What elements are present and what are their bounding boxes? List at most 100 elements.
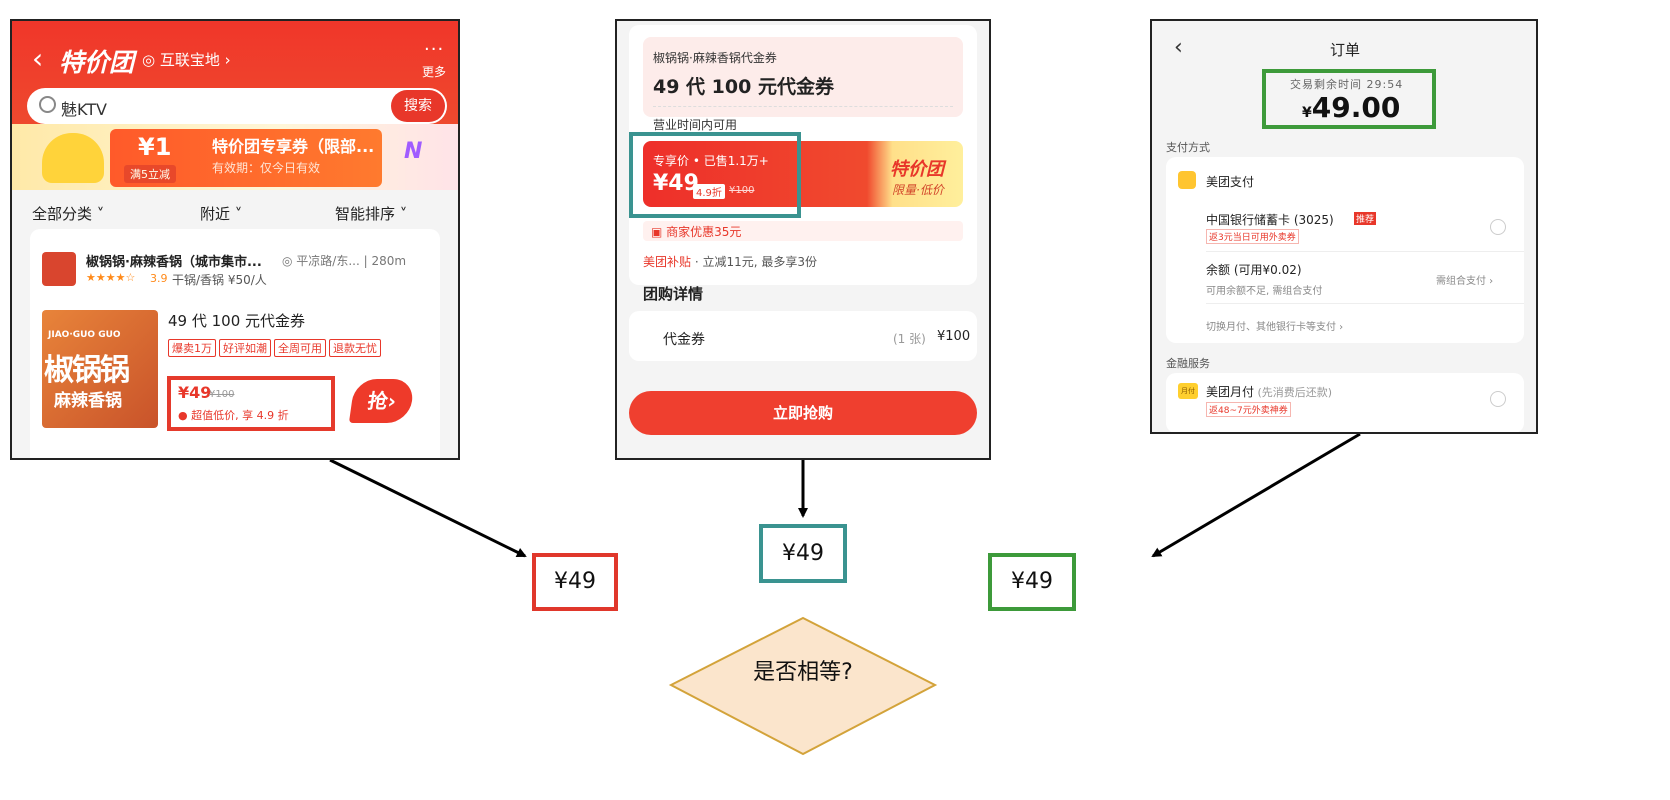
price-node-middle: ¥49: [759, 524, 847, 583]
highlight-box-green: [1262, 69, 1436, 129]
highlight-box-red: [167, 376, 335, 431]
filter-nearby[interactable]: 附近 ˅: [200, 205, 243, 223]
arrow-left: [329, 458, 527, 558]
filter-category[interactable]: 全部分类 ˅: [32, 205, 105, 223]
balance-option[interactable]: 余额 (可用¥0.02): [1206, 263, 1302, 277]
order-amount: ¥49.00: [1302, 91, 1400, 124]
filter-sort[interactable]: 智能排序 ˅: [335, 205, 408, 223]
search-icon: [39, 96, 56, 113]
arrow-right: [1151, 432, 1361, 558]
rating-score: 3.9: [150, 272, 168, 285]
deal-tag: 好评如潮: [219, 339, 271, 357]
recommend-badge: 推荐: [1354, 212, 1377, 225]
combo-pay-link[interactable]: 需组合支付 ›: [1436, 276, 1494, 287]
yuefu-radio[interactable]: [1490, 391, 1506, 407]
exclusive-price: ¥49: [653, 171, 699, 196]
coupon-title: 特价团专享券（限部...: [212, 137, 375, 156]
screenshot-deal-list: ‹ 特价团 ◎ 互联宝地 › ··· 更多 魅KTV 搜索 ¥1 满5立减 特价…: [10, 19, 460, 460]
original-price: ¥100: [729, 185, 755, 196]
search-button[interactable]: 搜索: [391, 90, 445, 122]
countdown-timer: 交易剩余时间 29:54: [1290, 78, 1404, 91]
divider: [1206, 251, 1524, 252]
subsidy-text: · 立减11元, 最多享3份: [691, 255, 817, 269]
thumbnail-sub: 麻辣香锅: [54, 391, 122, 411]
merchant-discount-bar: [643, 221, 963, 241]
equality-question: 是否相等?: [753, 660, 853, 685]
subsidy-line: 美团补贴 · 立减11元, 最多享3份: [643, 253, 817, 270]
decision-diamond: [668, 616, 938, 756]
voucher-header: [643, 37, 963, 117]
location-link[interactable]: ◎ 互联宝地 ›: [142, 49, 231, 70]
highlight-box-teal: [629, 132, 801, 218]
deal-tags: 爆卖1万好评如潮全周可用退款无忧: [168, 337, 384, 357]
amount-value: 49.00: [1311, 91, 1401, 124]
price-node-left: ¥49: [532, 553, 618, 611]
voucher-name: 椒锅锅·麻辣香锅代金券: [653, 51, 777, 65]
category-price: 干锅/香锅 ¥50/人: [172, 273, 267, 287]
discount-badge: 4.9折: [693, 184, 725, 199]
brand-logo: 特价团: [59, 48, 135, 77]
detail-item-name: 代金券: [663, 332, 705, 348]
merchant-discount: ▣ 商家优惠35元: [651, 225, 742, 239]
deal-tag: 全周可用: [274, 339, 326, 357]
coupon-amount: ¥1: [138, 133, 172, 161]
switch-payment-link[interactable]: 切换月付、其他银行卡等支付 ›: [1206, 322, 1344, 333]
detail-row: [629, 311, 977, 361]
back-icon[interactable]: ‹: [1174, 35, 1183, 60]
currency-symbol: ¥: [1302, 105, 1312, 121]
shop-address: ◎ 平凉路/东... | 280m: [282, 254, 407, 268]
screenshot-order: ‹ 订单 交易剩余时间 29:54 ¥49.00 支付方式 美团支付 中国银行储…: [1150, 19, 1538, 434]
more-icon[interactable]: ···: [424, 39, 445, 60]
deal-price: ¥49: [178, 383, 212, 402]
dashed-divider: [653, 106, 953, 107]
screenshot-deal-detail: 椒锅锅·麻辣香锅代金券 49 代 100 元代金券 营业时间内可用 专享价 • …: [615, 19, 991, 460]
deal-title[interactable]: 49 代 100 元代金券: [168, 312, 306, 330]
thumbnail-cn: 椒锅锅: [44, 353, 130, 388]
deal-original-price: ¥100: [209, 389, 235, 400]
back-icon[interactable]: ‹: [32, 42, 44, 75]
payment-heading: 支付方式: [1166, 141, 1210, 154]
meituan-pay-icon: [1178, 171, 1196, 189]
sparkle-icon: N: [404, 139, 423, 164]
bank-card-option[interactable]: 中国银行储蓄卡 (3025): [1206, 213, 1334, 227]
deal-discount-note: ● 超值低价, 享 4.9 折: [178, 409, 289, 422]
filter-bar: 全部分类 ˅ 附近 ˅ 智能排序 ˅: [12, 193, 458, 231]
divider: [1206, 303, 1524, 304]
yuefu-option[interactable]: 美团月付 (先消费后还款): [1206, 383, 1332, 400]
rating-stars: ★★★★☆: [86, 271, 136, 284]
brand-logo: 特价团: [890, 159, 944, 180]
deal-thumbnail[interactable]: [42, 310, 158, 428]
detail-item-price: ¥100: [937, 329, 971, 344]
location-label: 互联宝地 ›: [159, 51, 231, 69]
voucher-hours: 营业时间内可用: [653, 118, 738, 132]
deal-tag: 退款无忧: [329, 339, 381, 357]
subsidy-label: 美团补贴: [643, 255, 692, 269]
search-input[interactable]: 魅KTV: [61, 100, 107, 119]
bank-card-radio[interactable]: [1490, 219, 1506, 235]
balance-note: 可用余额不足, 需组合支付: [1206, 286, 1323, 297]
search-bar[interactable]: 魅KTV 搜索: [27, 88, 447, 124]
meituan-pay-label: 美团支付: [1206, 175, 1255, 189]
page-title: 订单: [1330, 41, 1361, 59]
payment-card: [1166, 157, 1524, 343]
voucher-title: 49 代 100 元代金券: [653, 76, 834, 98]
deal-tag: 爆卖1万: [168, 339, 216, 357]
yuefu-label: 美团月付: [1206, 385, 1255, 399]
mascot-icon: [42, 133, 104, 183]
coupon-validity: 有效期：仅今日有效: [212, 161, 321, 175]
detail-heading: 团购详情: [643, 285, 704, 303]
shop-name[interactable]: 椒锅锅·麻辣香锅（城市集市...: [86, 255, 262, 270]
bank-card-note: 返3元当日可用外卖券: [1206, 229, 1299, 244]
brand-slogan: 限量·低价: [892, 183, 944, 197]
coupon-condition: 满5立减: [124, 165, 176, 183]
yuefu-icon: 月付: [1178, 383, 1198, 399]
price-label: 专享价 • 已售1.1万+: [653, 154, 769, 168]
pin-icon: ◎: [142, 51, 160, 69]
more-label[interactable]: 更多: [422, 65, 447, 79]
yuefu-sub: (先消费后还款): [1254, 386, 1333, 399]
thumbnail-en: JIAO·GUO GUO: [48, 330, 121, 340]
buy-now-button[interactable]: 立即抢购: [629, 391, 977, 435]
yuefu-note: 返48~7元外卖神券: [1206, 402, 1291, 417]
price-node-right: ¥49: [988, 553, 1076, 611]
